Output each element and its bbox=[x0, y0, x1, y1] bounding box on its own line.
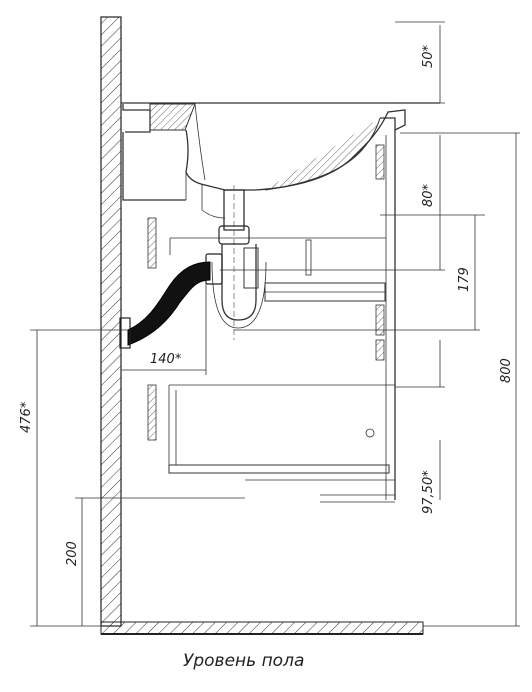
dim-476-label: 476* bbox=[19, 401, 34, 433]
sink-basin bbox=[121, 102, 440, 219]
dim-200-label: 200 bbox=[65, 541, 80, 566]
dimension-50: 50* bbox=[395, 21, 445, 104]
cabinet bbox=[147, 130, 396, 503]
dimension-179: 179 bbox=[220, 215, 480, 331]
dim-97-50-label: 97,50* bbox=[421, 470, 436, 514]
dim-179-label: 179 bbox=[457, 267, 472, 292]
dimension-200: 200 bbox=[65, 497, 245, 626]
dim-140-label: 140* bbox=[150, 352, 182, 367]
wall bbox=[100, 16, 122, 627]
dim-50-label: 50* bbox=[421, 44, 436, 68]
dimension-80: 80* bbox=[380, 132, 520, 216]
dim-80-label: 80* bbox=[421, 183, 436, 207]
drain-hose bbox=[119, 261, 211, 349]
dimension-800: 800 bbox=[423, 133, 520, 627]
dimension-476: 476* bbox=[19, 329, 128, 627]
dim-800-label: 800 bbox=[499, 358, 514, 383]
floor-line bbox=[100, 621, 424, 635]
siphon-trap bbox=[205, 185, 267, 340]
dimension-97-50: 97,50* bbox=[395, 340, 445, 514]
floor-level-caption: Уровень пола bbox=[183, 651, 304, 671]
dimension-140: 140* bbox=[121, 282, 207, 375]
